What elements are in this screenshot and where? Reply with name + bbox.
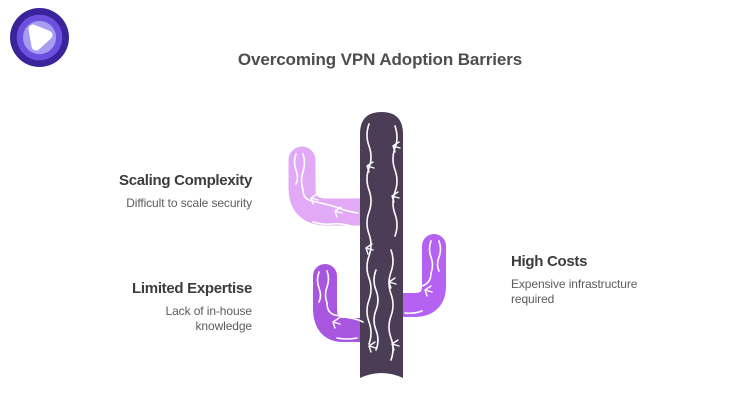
barrier-scaling-complexity: Scaling Complexity Difficult to scale se…: [119, 172, 252, 211]
barrier-description: Lack of in-house knowledge: [165, 304, 253, 333]
cactus-arm-upper-left: [288, 146, 377, 226]
barrier-high-costs: High Costs Expensive infrastructure requ…: [511, 253, 641, 307]
cactus-illustration: [288, 112, 446, 378]
barrier-limited-expertise: Limited Expertise Lack of in-house knowl…: [132, 280, 252, 334]
barrier-heading: High Costs: [511, 253, 588, 270]
barrier-description: Difficult to scale security: [126, 196, 252, 210]
barrier-heading: Scaling Complexity: [119, 172, 252, 189]
vpn-logo-icon: [10, 8, 69, 67]
cactus-trunk: [360, 112, 403, 378]
page-title: Overcoming VPN Adoption Barriers: [237, 50, 523, 69]
cactus-ridge-lines: [293, 123, 442, 361]
barrier-description: Expensive infrastructure required: [511, 277, 638, 306]
barrier-heading: Limited Expertise: [132, 280, 252, 297]
logo-core-shape: [28, 24, 53, 51]
cactus-arm-lower-left: [313, 264, 375, 342]
cactus-arm-right: [389, 234, 446, 317]
